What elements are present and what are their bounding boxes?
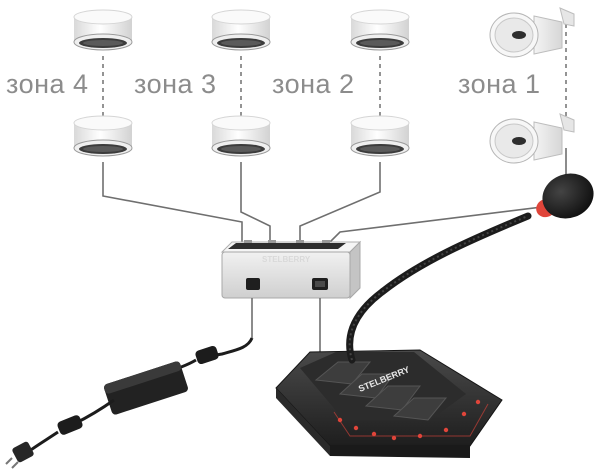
- ceiling-speaker-z2-bottom: [350, 115, 410, 157]
- desk-microphone-console: STELBERRY: [275, 173, 594, 458]
- horn-speaker-bottom-icon: [489, 113, 575, 164]
- ceiling-speaker-z2-top: [350, 9, 410, 51]
- zone-switch-unit: [220, 240, 362, 300]
- ceiling-speaker-z4-bottom: [73, 115, 133, 157]
- cable-zone-3: [240, 162, 271, 244]
- ceiling-speaker-z3-top: [211, 9, 271, 51]
- zone-2-label: зона 2: [272, 69, 355, 99]
- power-adapter-icon: [5, 337, 254, 469]
- ceiling-speaker-z4-top: [73, 9, 133, 51]
- cable-zone-2: [299, 162, 381, 244]
- zone-links: [102, 24, 567, 120]
- zone-4-label: зона 4: [6, 69, 89, 99]
- unit-cables: [251, 298, 321, 352]
- port-row: [244, 240, 330, 243]
- zone-1-label: зона 1: [458, 69, 541, 99]
- cable-zone-4: [102, 162, 243, 242]
- horn-speaker-top-icon: [489, 7, 575, 58]
- zone-3-label: зона 3: [134, 69, 217, 99]
- cable-zone-1: [327, 148, 567, 245]
- ceiling-speaker-z3-bottom: [211, 115, 271, 157]
- switch-brand-label: STELBERRY: [262, 255, 311, 264]
